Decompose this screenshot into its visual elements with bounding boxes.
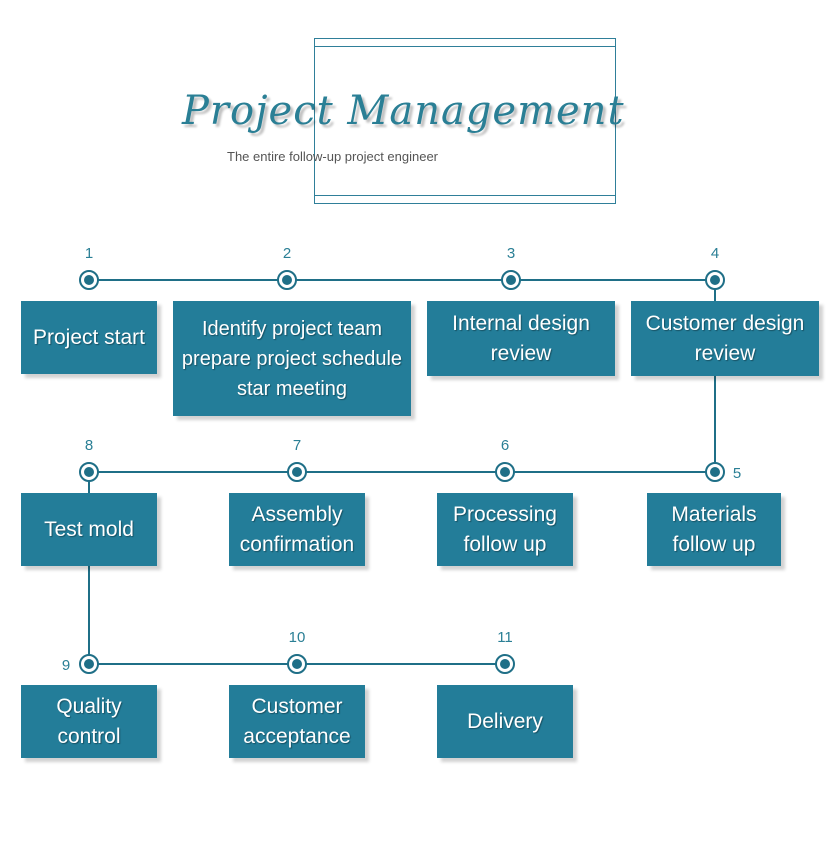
step-10-box: Customer acceptance — [229, 685, 365, 758]
title-frame — [314, 38, 616, 204]
step-5-node — [705, 462, 725, 482]
step-8-node — [79, 462, 99, 482]
step-11-number: 11 — [497, 629, 513, 646]
step-5-number: 5 — [732, 465, 742, 482]
step-9-node — [79, 654, 99, 674]
step-4-number: 4 — [710, 245, 720, 262]
step-10-number: 10 — [288, 629, 306, 646]
step-11-node — [495, 654, 515, 674]
step-5-box: Materials follow up — [647, 493, 781, 566]
row1-to-row2-connector — [714, 280, 716, 472]
step-1-number: 1 — [84, 245, 94, 262]
step-2-node — [277, 270, 297, 290]
page-subtitle: The entire follow-up project engineer — [227, 149, 439, 164]
step-6-box: Processing follow up — [437, 493, 573, 566]
step-6-number: 6 — [500, 437, 510, 454]
step-4-node — [705, 270, 725, 290]
step-8-number: 8 — [84, 437, 94, 454]
step-2-box: Identify project team prepare project sc… — [173, 301, 411, 416]
step-1-node — [79, 270, 99, 290]
step-9-box: Quality control — [21, 685, 157, 758]
page-title: Project Management — [182, 88, 625, 134]
row1-connector — [89, 279, 715, 281]
step-7-number: 7 — [292, 437, 302, 454]
step-1-box: Project start — [21, 301, 157, 374]
step-4-box: Customer design review — [631, 301, 819, 376]
step-6-node — [495, 462, 515, 482]
step-9-number: 9 — [61, 657, 71, 674]
step-7-node — [287, 462, 307, 482]
step-3-box: Internal design review — [427, 301, 615, 376]
title-frame-top-rule — [314, 46, 616, 47]
step-7-box: Assembly confirmation — [229, 493, 365, 566]
step-3-node — [501, 270, 521, 290]
row2-connector — [89, 471, 715, 473]
step-2-number: 2 — [282, 245, 292, 262]
step-11-box: Delivery — [437, 685, 573, 758]
step-3-number: 3 — [506, 245, 516, 262]
title-frame-bottom-rule — [314, 195, 616, 196]
row2-to-row3-connector — [88, 472, 90, 664]
step-10-node — [287, 654, 307, 674]
step-8-box: Test mold — [21, 493, 157, 566]
